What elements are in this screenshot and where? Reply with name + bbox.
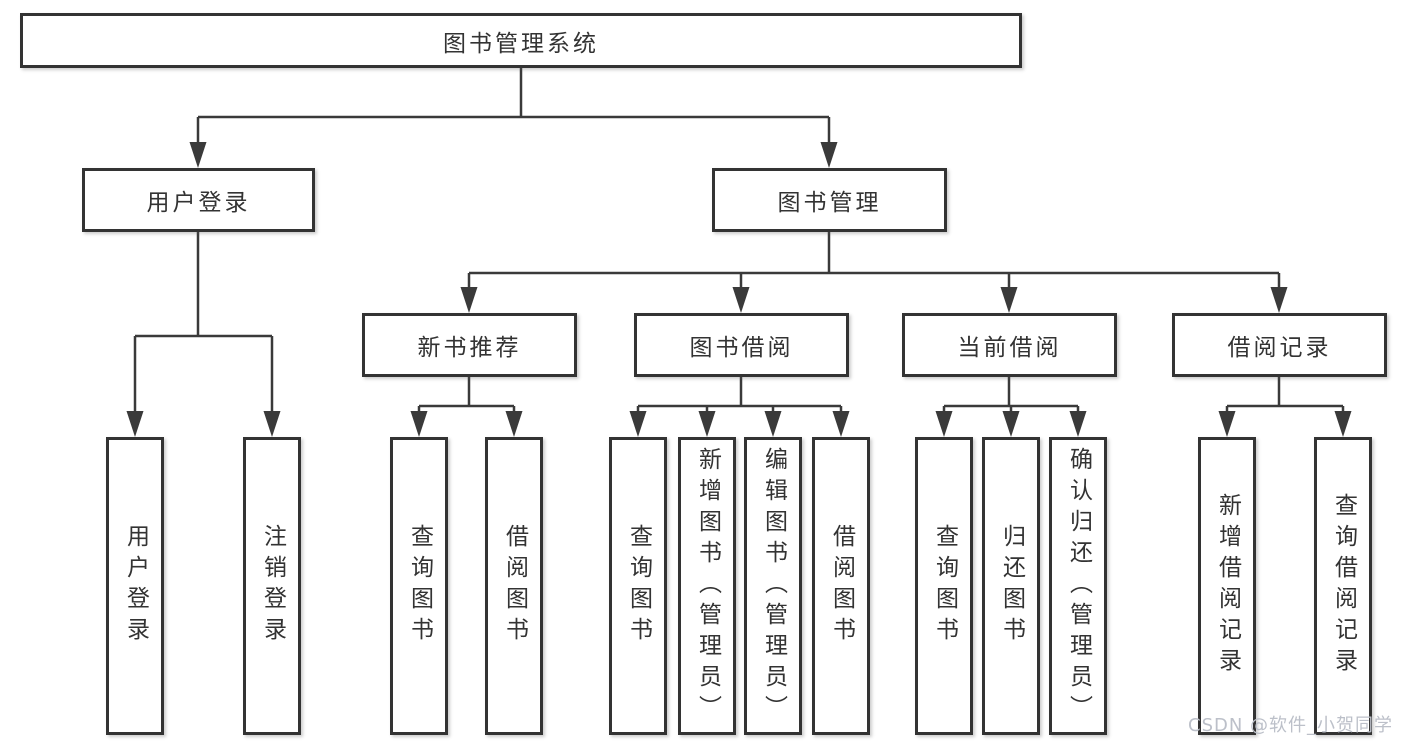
leaf-label: 借阅图书 (501, 524, 528, 648)
leaf-add-books-admin: 新增图书（管理员） (678, 437, 736, 735)
leaf-label: 编辑图书（管理员） (760, 446, 787, 726)
leaf-query-books-borrow: 查询图书 (609, 437, 667, 735)
leaf-label: 借阅图书 (828, 524, 855, 648)
node-label: 当前借阅 (957, 335, 1062, 361)
node-user-login: 用户登录 (82, 168, 315, 232)
leaf-confirm-return-admin: 确认归还（管理员） (1049, 437, 1107, 735)
node-label: 新书推荐 (417, 335, 522, 361)
leaf-query-books-recommend: 查询图书 (390, 437, 448, 735)
leaf-add-borrow-record: 新增借阅记录 (1198, 437, 1256, 735)
leaf-edit-books-admin: 编辑图书（管理员） (744, 437, 802, 735)
leaf-user-login: 用户登录 (106, 437, 164, 735)
leaf-label: 注销登录 (259, 524, 286, 648)
leaf-label: 查询图书 (931, 524, 958, 648)
leaf-label: 查询图书 (625, 524, 652, 648)
node-label: 图书借阅 (689, 335, 794, 361)
leaf-label: 归还图书 (998, 524, 1025, 648)
node-library-management-system: 图书管理系统 (20, 13, 1022, 68)
node-book-management: 图书管理 (712, 168, 947, 232)
leaf-logout-login: 注销登录 (243, 437, 301, 735)
leaf-label: 确认归还（管理员） (1065, 446, 1092, 726)
leaf-borrow-books-recommend: 借阅图书 (485, 437, 543, 735)
leaf-label: 新增图书（管理员） (694, 446, 721, 726)
node-label: 用户登录 (146, 190, 251, 216)
leaf-label: 查询图书 (406, 524, 433, 648)
leaf-return-books: 归还图书 (982, 437, 1040, 735)
node-label: 借阅记录 (1227, 335, 1332, 361)
leaf-borrow-books-borrow: 借阅图书 (812, 437, 870, 735)
leaf-label: 查询借阅记录 (1330, 493, 1357, 679)
leaf-query-books-current: 查询图书 (915, 437, 973, 735)
node-book-borrowing: 图书借阅 (634, 313, 849, 377)
watermark: CSDN @软件_小贺同学 (1188, 715, 1394, 736)
leaf-label: 用户登录 (122, 524, 149, 648)
node-new-book-recommendation: 新书推荐 (362, 313, 577, 377)
node-label: 图书管理 (777, 190, 882, 216)
node-current-borrowing: 当前借阅 (902, 313, 1117, 377)
leaf-query-borrow-record: 查询借阅记录 (1314, 437, 1372, 735)
leaf-label: 新增借阅记录 (1214, 493, 1241, 679)
node-borrowing-records: 借阅记录 (1172, 313, 1387, 377)
node-label: 图书管理系统 (443, 30, 599, 57)
